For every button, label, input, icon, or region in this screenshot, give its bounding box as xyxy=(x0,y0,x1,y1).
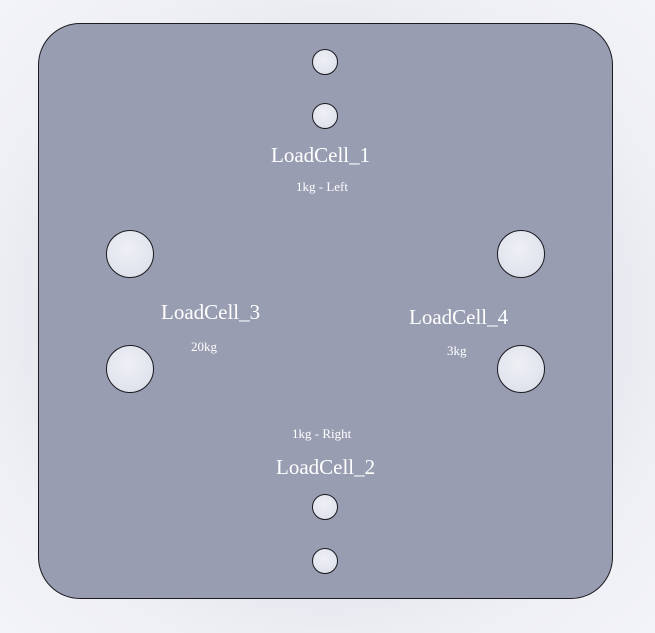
right-lower-hole-icon xyxy=(497,345,545,393)
left-upper-hole-icon xyxy=(106,230,154,278)
loadcell-4-capacity: 3kg xyxy=(447,343,467,358)
loadcell-2-name: LoadCell_2 xyxy=(276,455,376,479)
loadcell-4-name: LoadCell_4 xyxy=(409,305,509,329)
loadcell-1-capacity: 1kg - Left xyxy=(296,179,348,194)
loadcell-2-capacity: 1kg - Right xyxy=(292,426,352,441)
loadcell-3-name: LoadCell_3 xyxy=(161,300,261,324)
loadcell-3-capacity: 20kg xyxy=(191,339,217,354)
bottom-outer-hole-icon xyxy=(312,548,338,574)
top-inner-hole-icon xyxy=(312,103,338,129)
loadcell-1-name: LoadCell_1 xyxy=(271,143,371,167)
top-outer-hole-icon xyxy=(312,49,338,75)
bottom-inner-hole-icon xyxy=(312,494,338,520)
right-upper-hole-icon xyxy=(497,230,545,278)
left-lower-hole-icon xyxy=(106,345,154,393)
